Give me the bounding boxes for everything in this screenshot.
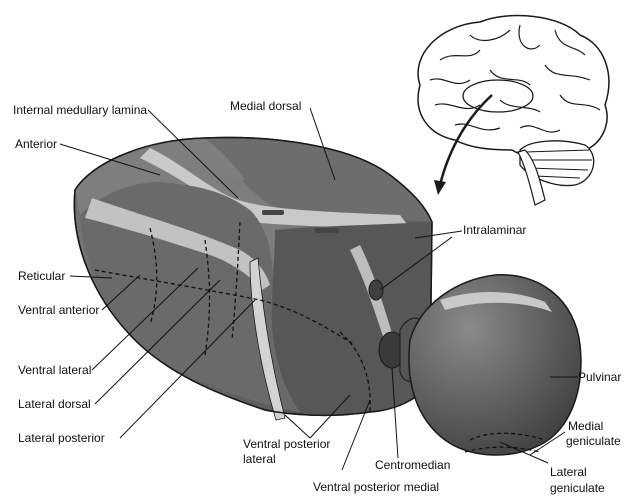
label-lateral-geniculate-line2: geniculate [550,481,605,495]
label-medial-geniculate-line2: geniculate [566,434,621,448]
label-ventral-posterior-medial: Ventral posterior medial [313,480,439,494]
label-medial-dorsal: Medial dorsal [230,99,301,113]
label-internal-medullary-lamina: Internal medullary lamina [13,103,147,117]
pulvinar-body [409,275,581,455]
label-lateral-dorsal: Lateral dorsal [18,397,91,411]
label-medial-geniculate-line1: Medial [568,419,603,433]
label-pulvinar: Pulvinar [578,370,621,384]
label-intralaminar: Intralaminar [463,223,526,237]
intralaminar-nucleus [369,280,383,300]
label-reticular: Reticular [18,269,65,283]
label-ventral-lateral: Ventral lateral [18,363,91,377]
lamina-slot-1 [262,210,284,215]
label-ventral-posterior-lateral-line1: Ventral posterior [243,437,330,451]
label-lateral-posterior: Lateral posterior [18,431,105,445]
label-ventral-posterior-lateral-line2: lateral [243,452,276,466]
lamina-slot-2 [315,228,339,233]
brain-inset [418,16,609,205]
label-centromedian: Centromedian [375,458,450,472]
label-ventral-anterior: Ventral anterior [18,303,99,317]
label-lateral-geniculate-line1: Lateral [550,465,587,479]
thalamus-body [74,137,432,420]
label-anterior: Anterior [15,137,57,151]
arrow-head [434,180,446,195]
brain-outline [418,16,609,157]
